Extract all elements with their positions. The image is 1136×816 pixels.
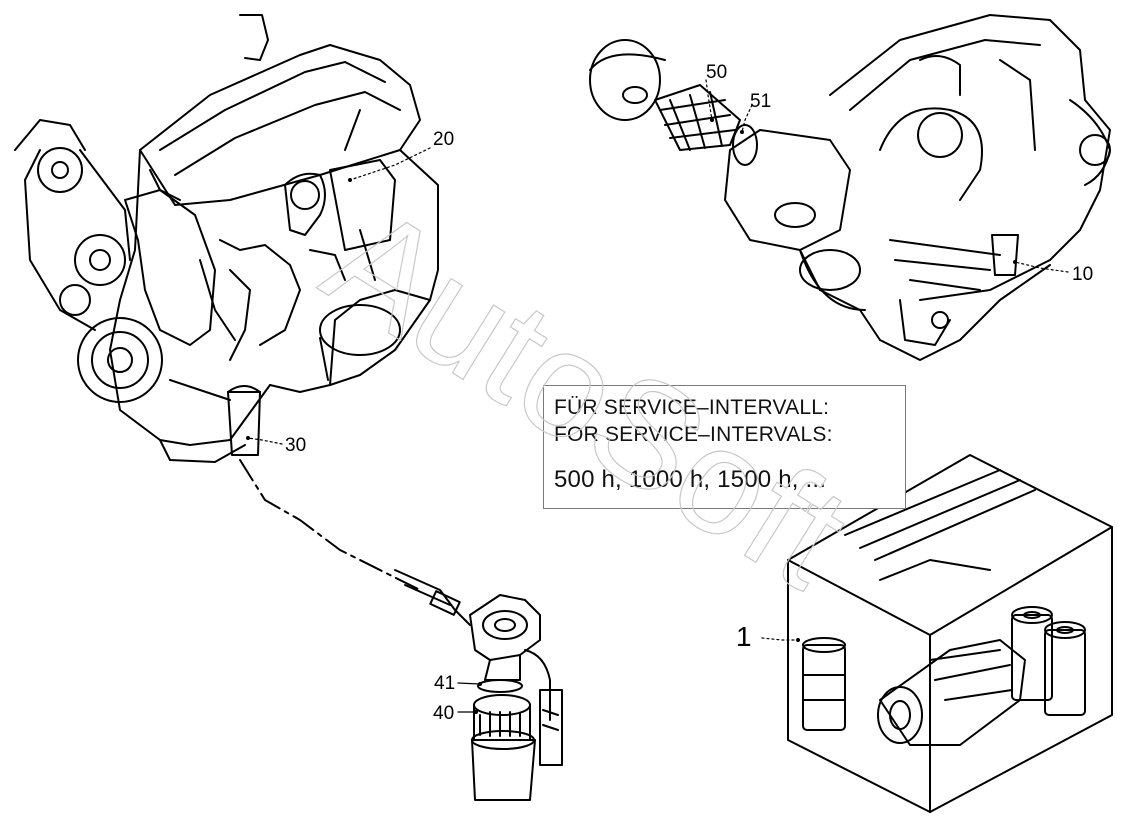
callout-41: 41 bbox=[434, 673, 456, 694]
callout-30: 30 bbox=[285, 435, 307, 456]
fuel-filter-assembly bbox=[394, 569, 563, 801]
callout-51: 51 bbox=[750, 91, 772, 112]
service-interval-label-en: FOR SERVICE–INTERVALS: bbox=[554, 423, 833, 446]
callout-10: 10 bbox=[1072, 264, 1094, 285]
callout-1: 1 bbox=[736, 621, 752, 652]
leader-dots bbox=[246, 118, 1017, 714]
service-interval-label-de: FÜR SERVICE–INTERVALL: bbox=[554, 396, 830, 419]
air-filter-parts bbox=[589, 39, 758, 166]
callout-50: 50 bbox=[706, 62, 728, 83]
leader-lines bbox=[247, 79, 1069, 713]
engine-left-illustration bbox=[14, 14, 439, 463]
callout-40: 40 bbox=[433, 703, 455, 724]
service-interval-box: FÜR SERVICE–INTERVALL: FOR SERVICE–INTER… bbox=[543, 385, 906, 509]
fuel-line bbox=[239, 459, 421, 591]
callout-20: 20 bbox=[433, 129, 455, 150]
engine-right-illustration bbox=[724, 14, 1111, 361]
service-kit-box bbox=[787, 454, 1113, 813]
service-interval-values: 500 h, 1000 h, 1500 h, ... bbox=[554, 466, 827, 493]
